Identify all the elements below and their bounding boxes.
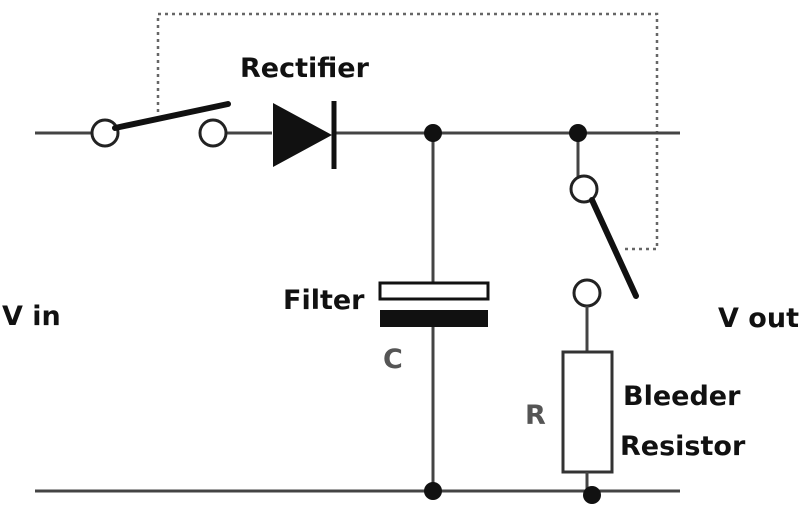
bleeder-switch-terminal-bottom: [572, 278, 602, 308]
bleeder-switch-blade: [589, 197, 639, 299]
input-switch-terminal-left: [90, 118, 120, 148]
v-out-label: V out: [718, 303, 799, 334]
capacitor-plate-top: [378, 281, 490, 301]
input-switch-blade: [112, 101, 231, 131]
bleeder-label-line2: Resistor: [620, 431, 746, 462]
rectifier-diode-icon: [273, 103, 332, 167]
junction-node-bottom-bleeder: [583, 486, 601, 504]
junction-node-top-bleeder: [569, 124, 587, 142]
junction-node-top-filter: [424, 124, 442, 142]
capacitor-label: C: [383, 344, 403, 375]
filter-label: Filter: [283, 285, 365, 316]
dashed-linkage: [156, 12, 659, 251]
input-switch-terminal-right: [198, 118, 228, 148]
bleeder-switch-terminal-top: [569, 174, 599, 204]
bleeder-label-line1: Bleeder: [623, 381, 741, 412]
v-in-label: V in: [2, 301, 61, 332]
junction-node-bottom-filter: [424, 482, 442, 500]
capacitor-plate-bottom: [380, 310, 488, 327]
resistor-label: R: [525, 400, 546, 431]
rectifier-label: Rectifier: [240, 53, 370, 84]
bleeder-resistor-body: [561, 350, 614, 474]
